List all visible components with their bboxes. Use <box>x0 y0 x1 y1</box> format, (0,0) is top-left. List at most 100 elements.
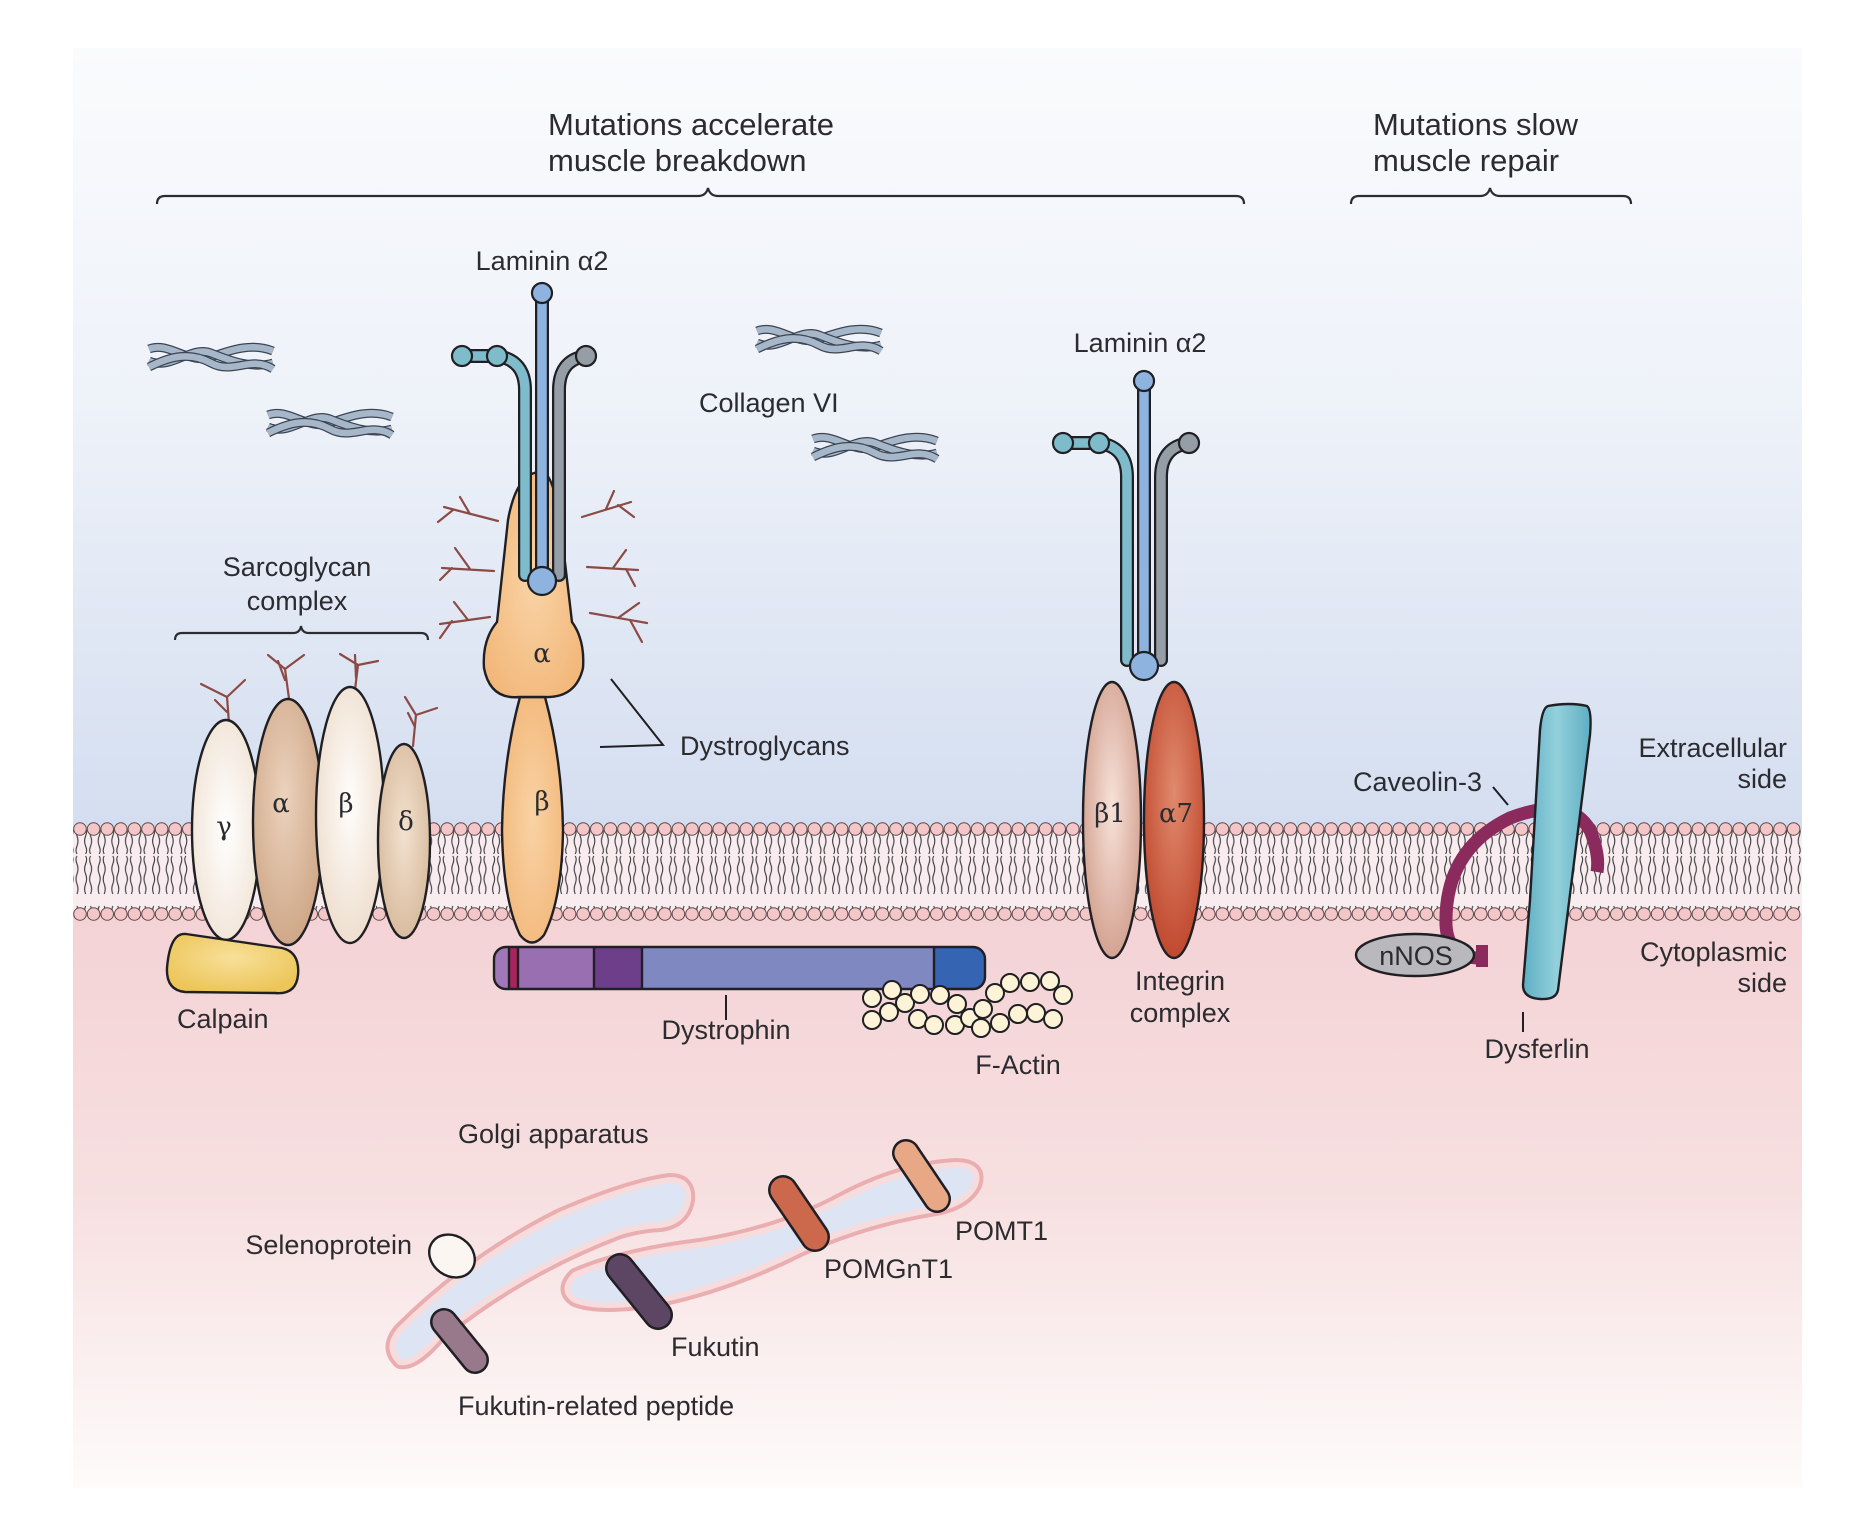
leader-caveolin <box>1492 786 1509 806</box>
label-dystrophin: Dystrophin <box>661 1015 790 1045</box>
lipid-head <box>970 907 985 921</box>
actin-monomer <box>1008 1004 1028 1024</box>
lipid-head <box>1664 907 1678 921</box>
lipid-head <box>658 822 672 836</box>
lipid-head <box>821 907 835 921</box>
lipid-head <box>1487 907 1502 921</box>
caveolin-3-nnos-link <box>1476 945 1488 967</box>
actin-monomer <box>930 985 950 1005</box>
lipid-head <box>1066 907 1080 921</box>
lipid-head <box>114 822 128 836</box>
lipid-head <box>1664 822 1678 836</box>
lipid-head <box>1338 822 1352 836</box>
lipid-head <box>114 907 128 921</box>
lipid-head <box>1419 907 1434 921</box>
lipid-head <box>1637 822 1651 836</box>
lipid-head <box>576 907 591 921</box>
header-repair-line1: Mutations slow <box>1373 107 1579 142</box>
lipid-head <box>821 822 835 836</box>
lipid-head <box>712 907 727 921</box>
lipid-head <box>753 907 767 921</box>
label-pomt1: POMT1 <box>955 1216 1048 1246</box>
lipid-head <box>1732 907 1746 921</box>
lipid-head <box>86 822 101 836</box>
lipid-head <box>562 822 577 836</box>
lipid-head <box>1623 822 1638 836</box>
laminin-g-domain <box>1128 650 1160 682</box>
lipid-head <box>1474 907 1488 921</box>
label-dysferlin: Dysferlin <box>1484 1034 1589 1064</box>
lipid-head <box>1623 907 1638 921</box>
lipid-head <box>807 907 822 921</box>
lipid-head <box>780 907 795 921</box>
lipid-head <box>1678 907 1692 921</box>
actin-monomer <box>1020 972 1040 992</box>
integrin-beta1 <box>1081 680 1143 960</box>
lipid-head <box>1637 907 1651 921</box>
lipid-head <box>1501 907 1515 921</box>
lipid-head <box>1406 822 1420 836</box>
lipid-head <box>86 907 101 921</box>
laminin-globule <box>485 344 509 368</box>
lipid-head <box>1786 822 1801 836</box>
lipid-head <box>766 822 781 836</box>
actin-monomer <box>862 1010 882 1030</box>
lipid-head <box>154 822 169 836</box>
lipid-head <box>603 907 618 921</box>
lipid-head <box>1215 907 1230 921</box>
actin-monomer <box>947 994 967 1014</box>
lipid-head <box>141 822 155 836</box>
fukutin-related-peptide-fill <box>432 1310 487 1372</box>
lipid-head <box>862 822 876 836</box>
collagen-vi-fibers <box>146 324 940 464</box>
label-alpha7: α7 <box>1159 799 1193 829</box>
label-beta1: β1 <box>1094 799 1126 829</box>
lipid-head <box>73 822 87 836</box>
lipid-head <box>1011 907 1026 921</box>
actin-monomer <box>910 984 930 1004</box>
lipid-head <box>617 907 631 921</box>
laminin-alpha2-left <box>450 281 598 597</box>
actin-monomer <box>1000 973 1020 993</box>
lipid-head <box>1310 822 1325 836</box>
lipid-head <box>1052 907 1066 921</box>
pomgnt1-fill <box>770 1177 828 1250</box>
laminin-globule <box>1087 431 1111 455</box>
lipid-head <box>440 907 455 921</box>
lipid-head <box>1718 907 1733 921</box>
lipid-head <box>481 907 495 921</box>
lipid-head <box>617 822 631 836</box>
lipid-head <box>875 907 890 921</box>
lipid-head <box>930 822 944 836</box>
lipid-head <box>1460 907 1474 921</box>
label-sarcoglycan-line2: complex <box>247 586 348 616</box>
lipid-head <box>1038 907 1053 921</box>
lipid-head <box>1406 907 1420 921</box>
lipid-head <box>372 907 387 921</box>
lipid-head <box>1025 822 1039 836</box>
lipid-head <box>794 907 808 921</box>
dysferlin <box>1521 702 1592 1001</box>
lipid-head <box>902 822 917 836</box>
collagen-strand <box>755 335 883 354</box>
lipid-head <box>1460 822 1474 836</box>
lipid-head <box>1691 907 1706 921</box>
lipid-head <box>1773 822 1787 836</box>
lipid-head <box>467 822 482 836</box>
actin-monomer <box>924 1015 944 1035</box>
lipid-head <box>1650 822 1665 836</box>
lipid-head <box>1718 822 1733 836</box>
lipid-head <box>1610 822 1624 836</box>
lipid-head <box>1392 822 1406 836</box>
lipid-head <box>1351 822 1366 836</box>
lipid-head <box>862 907 876 921</box>
sarcoglycan-complex: γ α β δ <box>190 652 439 947</box>
label-gamma: γ <box>216 812 232 842</box>
lipid-head <box>739 907 754 921</box>
label-dystroglycans: Dystroglycans <box>680 731 850 761</box>
lipid-head <box>875 822 890 836</box>
lipid-head <box>658 907 672 921</box>
collagen-fiber <box>265 408 395 440</box>
lipid-head <box>1297 822 1311 836</box>
lipid-head <box>1596 822 1610 836</box>
